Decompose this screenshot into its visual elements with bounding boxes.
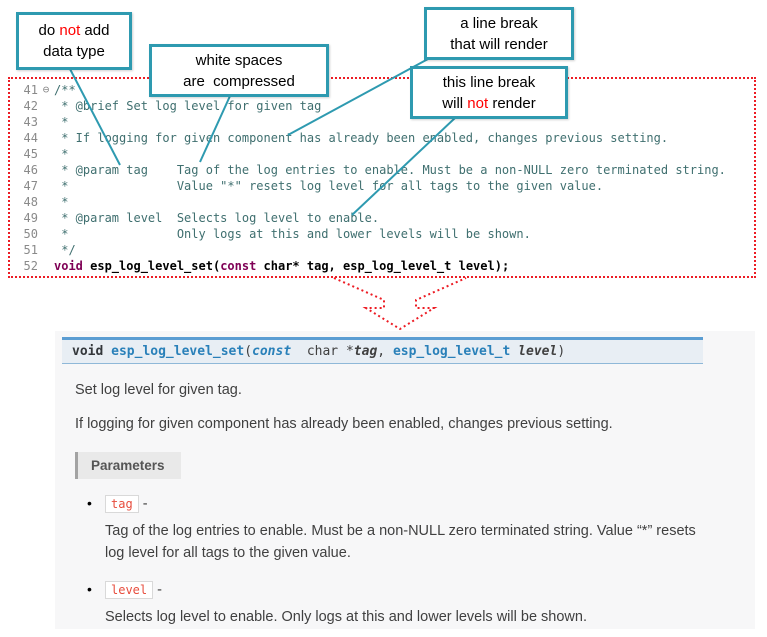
code-line: 46 * @param tag Tag of the log entries t… [10,162,754,178]
callout-text: do not add [39,20,110,41]
line-number: 46 [23,163,38,177]
sig-paren: ) [557,344,566,359]
fold-gutter [38,226,54,242]
fold-toggle-icon[interactable]: ⊖ [42,83,50,96]
fold-gutter [38,114,54,130]
callout-break-renders: a line break that will render [424,7,574,60]
code-line: 51 */ [10,242,754,258]
code-line: 49 * @param level Selects log level to e… [10,210,754,226]
code-line: 41 ⊖ /** [10,82,754,98]
sig-param-level: level [518,344,558,359]
callout-whitespace-compressed: white spaces are compressed [149,44,329,97]
fold-gutter [38,146,54,162]
param-description: Tag of the log entries to enable. Must b… [105,523,696,562]
callout-not-highlight: not [59,22,81,39]
line-number: 47 [23,179,38,193]
callout-no-datatype: do not add data type [16,12,132,70]
code-text: * [54,147,69,161]
line-number: 45 [23,147,38,161]
keyword-void: void [54,259,83,273]
code-line: 42 * @brief Set log level for given tag [10,98,754,114]
callout-text: a line break [460,14,538,32]
callout-text-segment: do [38,22,60,39]
callout-text: this line break [442,73,536,91]
parameters-heading: Parameters [75,452,181,479]
fold-gutter [38,242,54,258]
callout-break-not-render: this line break will not render [410,66,568,119]
code-text: */ [54,243,76,257]
param-badge-tag: tag [105,495,139,513]
fold-gutter [38,130,54,146]
code-text: /** [54,83,76,97]
callout-text: will not render [442,93,535,114]
callout-text: that will render [450,35,548,53]
line-number: 50 [23,227,38,241]
bullet-icon: • [87,495,92,511]
callout-text-segment: render [488,94,536,112]
rendered-doc-panel: void esp_log_level_set(const char *tag, … [55,331,755,629]
code-line: 43 * [10,114,754,130]
param-list-item: • tag - Tag of the log entries to enable… [75,495,735,565]
line-number: 52 [23,259,38,273]
code-line-declaration: 52 void esp_log_level_set(const char* tag… [10,258,754,274]
callout-text: data type [43,43,105,60]
sig-paren: ( [244,344,253,359]
code-line: 45 * [10,146,754,162]
function-args: char* tag, esp_log_level_t level); [256,259,510,273]
line-number: 44 [23,131,38,145]
fold-gutter [38,210,54,226]
code-text: * Value "*" resets log level for all tag… [54,179,604,193]
param-dash: - [138,496,148,512]
sig-text: , [377,344,393,359]
code-text: * @brief Set log level for given tag [54,99,322,113]
line-number: 43 [23,115,38,129]
line-number: 51 [23,243,38,257]
code-line: 44 * If logging for given component has … [10,130,754,146]
sig-return-type: void [72,344,112,359]
code-text: void esp_log_level_set(const char* tag, … [54,258,509,274]
code-editor-snippet: 41 ⊖ /** 42 * @brief Set log level for giv… [8,77,756,278]
callout-text: white spaces [195,51,283,69]
sig-type-link[interactable]: esp_log_level_t [392,344,511,359]
sig-function-name: esp_log_level_set [111,344,245,359]
sig-text: char * [291,344,354,359]
code-line: 50 * Only logs at this and lower levels … [10,226,754,242]
function-name-and-args: esp_log_level_set( [82,259,221,273]
code-text: * If logging for given component has alr… [54,131,669,145]
param-badge-level: level [105,580,154,599]
line-number: 41 [23,83,38,97]
code-text: * [54,195,69,209]
callout-not-highlight: not [467,94,489,112]
doc-detail: If logging for given component has alrea… [75,416,613,432]
bullet-icon: • [87,580,92,597]
code-text: * [54,115,69,129]
param-list-item: • level - Selects log level to enable. O… [75,580,735,628]
code-line: 47 * Value "*" resets log level for all … [10,178,754,194]
sig-text [510,344,518,359]
code-text: * @param tag Tag of the log entries to e… [54,163,726,177]
fold-gutter [38,178,54,194]
doc-body: Set log level for given tag. If logging … [55,382,755,628]
param-description: Selects log level to enable. Only logs a… [105,608,587,625]
line-number: 42 [23,99,38,113]
callout-text-segment: will [442,94,468,112]
param-dash: - [153,581,162,598]
sig-param-tag: tag [353,344,378,359]
doc-brief: Set log level for given tag. [75,382,242,398]
line-number: 49 [23,211,38,225]
fold-gutter [38,98,54,114]
fold-gutter [38,162,54,178]
code-text: * Only logs at this and lower levels wil… [54,227,531,241]
code-text: * @param level Selects log level to enab… [54,211,380,225]
flow-arrow [333,277,467,331]
code-line: 48 * [10,194,754,210]
callout-text-segment: add [80,22,110,39]
fold-gutter [38,258,54,274]
function-signature: void esp_log_level_set(const char *tag, … [62,337,703,364]
fold-gutter [38,194,54,210]
keyword-const: const [220,259,257,273]
callout-text: are compressed [183,72,295,90]
line-number: 48 [23,195,38,209]
sig-const-keyword: const [252,344,292,359]
